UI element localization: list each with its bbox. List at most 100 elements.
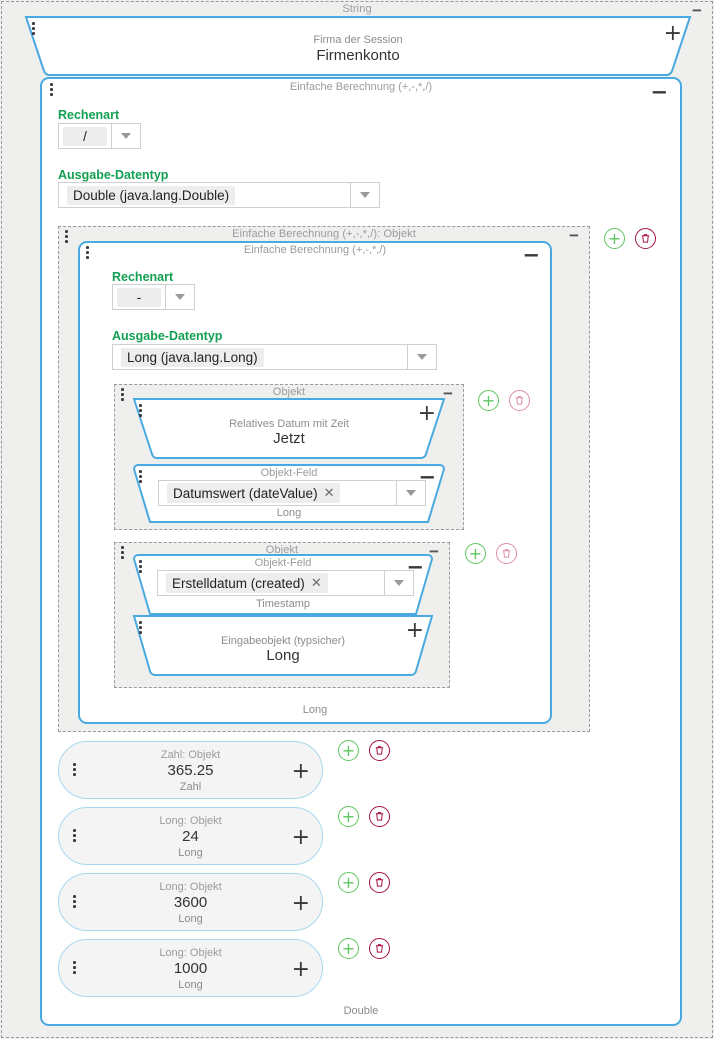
calc-inner-slot-delete-icon[interactable]	[635, 228, 656, 249]
calc-outer-operation-select[interactable]: /	[58, 123, 141, 149]
objekt-slot-2-drag-handle[interactable]	[121, 546, 124, 559]
value-card-4-drag-handle[interactable]	[73, 961, 76, 974]
objekt-feld-1-type: Long	[276, 507, 302, 519]
eingabeobjekt-block[interactable]: + Eingabeobjekt (typsicher) Long	[130, 615, 436, 677]
value-card-1-actions	[338, 740, 390, 761]
value-card-1-expand-icon[interactable]: +	[291, 759, 310, 784]
calc-inner-operation-select[interactable]: -	[112, 284, 195, 310]
value-card-3[interactable]: Long: Objekt 3600 Long +	[58, 873, 323, 931]
value-card-2-value: 24	[182, 828, 199, 845]
calc-inner-operation-label: Rechenart	[112, 270, 174, 284]
objekt-feld-1-value-wrap: Datumswert (dateValue) ✕	[159, 481, 396, 505]
root-collapse-icon[interactable]: −	[692, 1, 702, 20]
relative-date-block[interactable]: + Relatives Datum mit Zeit Jetzt	[130, 398, 448, 460]
value-card-2-add-icon[interactable]	[338, 806, 359, 827]
value-card-4-type: Long	[178, 979, 203, 991]
value-card-1-value: 365.25	[167, 762, 214, 779]
calc-inner-drag-handle[interactable]	[86, 246, 89, 259]
value-card-2-title: Long: Objekt	[159, 815, 222, 827]
session-block-drag-handle[interactable]	[32, 22, 35, 35]
session-block-expand-icon[interactable]: +	[663, 21, 682, 46]
objekt-slot-2-add-icon[interactable]	[465, 543, 486, 564]
value-card-1-delete-icon[interactable]	[369, 740, 390, 761]
objekt-slot-1-actions	[478, 390, 530, 411]
calc-inner-collapse-icon[interactable]: −	[522, 243, 540, 267]
value-card-1[interactable]: Zahl: Objekt 365.25 Zahl +	[58, 741, 323, 799]
objekt-feld-1-select[interactable]: Datumswert (dateValue) ✕	[158, 480, 426, 506]
calc-inner-title: Einfache Berechnung (+,-,*,/)	[243, 244, 387, 256]
value-card-1-drag-handle[interactable]	[73, 763, 76, 776]
objekt-feld-1-title: Objekt-Feld	[260, 467, 318, 479]
objekt-feld-2-type: Timestamp	[256, 598, 310, 610]
value-card-4-title: Long: Objekt	[159, 947, 222, 959]
calc-inner-datatype-value: Long (java.lang.Long)	[121, 347, 264, 367]
eingabeobjekt-drag-handle[interactable]	[139, 621, 142, 634]
objekt-feld-2-drag-handle[interactable]	[139, 560, 142, 573]
eingabeobjekt-value: Long	[266, 647, 300, 664]
calc-inner-footer-type: Long	[302, 704, 328, 716]
objekt-slot-1-delete-icon[interactable]	[509, 390, 530, 411]
calc-inner-operation-chevron-down-icon[interactable]	[165, 285, 194, 309]
value-card-4-delete-icon[interactable]	[369, 938, 390, 959]
value-card-4[interactable]: Long: Objekt 1000 Long +	[58, 939, 323, 997]
calc-outer-datatype-value: Double (java.lang.Double)	[67, 185, 236, 205]
objekt-slot-1-collapse-icon[interactable]: −	[443, 384, 453, 403]
calc-outer-datatype-select[interactable]: Double (java.lang.Double)	[58, 182, 380, 208]
calc-inner-slot-add-icon[interactable]	[604, 228, 625, 249]
calc-outer-collapse-icon[interactable]: −	[650, 80, 668, 104]
session-block-title: Firma der Session	[313, 34, 403, 46]
calc-outer-operation-chevron-down-icon[interactable]	[111, 124, 140, 148]
calc-inner-datatype-chevron-down-icon[interactable]	[407, 345, 436, 369]
objekt-feld-1-drag-handle[interactable]	[139, 470, 142, 483]
root-slot-label: String	[342, 3, 372, 15]
calc-outer-title: Einfache Berechnung (+,-,*,/)	[289, 81, 433, 93]
objekt-slot-2-delete-icon[interactable]	[496, 543, 517, 564]
relative-date-value: Jetzt	[273, 430, 305, 447]
calc-inner-slot-drag-handle[interactable]	[65, 230, 68, 243]
value-card-3-delete-icon[interactable]	[369, 872, 390, 893]
calc-inner-slot-collapse-icon[interactable]: −	[569, 226, 579, 245]
calc-inner-datatype-select[interactable]: Long (java.lang.Long)	[112, 344, 437, 370]
value-card-2-expand-icon[interactable]: +	[291, 825, 310, 850]
value-card-1-title: Zahl: Objekt	[160, 749, 221, 761]
session-block-shape	[24, 16, 692, 76]
relative-date-expand-icon[interactable]: +	[417, 401, 436, 426]
calc-inner-operation-value-wrap: -	[113, 285, 165, 309]
session-block[interactable]: + Firma der Session Firmenkonto	[20, 16, 696, 76]
value-card-4-expand-icon[interactable]: +	[291, 957, 310, 982]
calc-inner-slot-actions	[604, 228, 656, 249]
calc-outer-datatype-label: Ausgabe-Datentyp	[58, 168, 169, 182]
value-card-3-expand-icon[interactable]: +	[291, 891, 310, 916]
objekt-feld-2-chevron-down-icon[interactable]	[384, 571, 413, 595]
value-card-2-actions	[338, 806, 390, 827]
objekt-feld-1-clear-icon[interactable]: ✕	[323, 485, 335, 500]
value-card-4-add-icon[interactable]	[338, 938, 359, 959]
value-card-3-title: Long: Objekt	[159, 881, 222, 893]
calc-outer-datatype-value-wrap: Double (java.lang.Double)	[59, 183, 350, 207]
objekt-slot-2-collapse-icon[interactable]: −	[429, 542, 439, 561]
relative-date-drag-handle[interactable]	[139, 404, 142, 417]
value-card-2-delete-icon[interactable]	[369, 806, 390, 827]
calc-outer-operation-value: /	[63, 126, 107, 146]
objekt-slot-1-add-icon[interactable]	[478, 390, 499, 411]
eingabeobjekt-expand-icon[interactable]: +	[405, 618, 424, 643]
objekt-feld-1-chevron-down-icon[interactable]	[396, 481, 425, 505]
value-card-2[interactable]: Long: Objekt 24 Long +	[58, 807, 323, 865]
value-card-1-type: Zahl	[179, 781, 202, 793]
calc-outer-drag-handle[interactable]	[50, 83, 53, 96]
value-card-3-type: Long	[178, 913, 203, 925]
value-card-3-add-icon[interactable]	[338, 872, 359, 893]
objekt-feld-2-clear-icon[interactable]: ✕	[310, 575, 322, 590]
value-card-3-drag-handle[interactable]	[73, 895, 76, 908]
value-card-1-add-icon[interactable]	[338, 740, 359, 761]
calc-outer-datatype-chevron-down-icon[interactable]	[350, 183, 379, 207]
calc-inner-operation-value: -	[117, 287, 161, 307]
objekt-feld-1-chip: Datumswert (dateValue) ✕	[167, 483, 341, 503]
eingabeobjekt-title: Eingabeobjekt (typsicher)	[220, 635, 346, 647]
objekt-feld-1-chip-text: Datumswert (dateValue)	[173, 485, 318, 501]
objekt-feld-2-select[interactable]: Erstelldatum (created) ✕	[157, 570, 414, 596]
session-block-value: Firmenkonto	[316, 47, 400, 64]
objekt-slot-1-drag-handle[interactable]	[121, 388, 124, 401]
value-card-2-drag-handle[interactable]	[73, 829, 76, 842]
